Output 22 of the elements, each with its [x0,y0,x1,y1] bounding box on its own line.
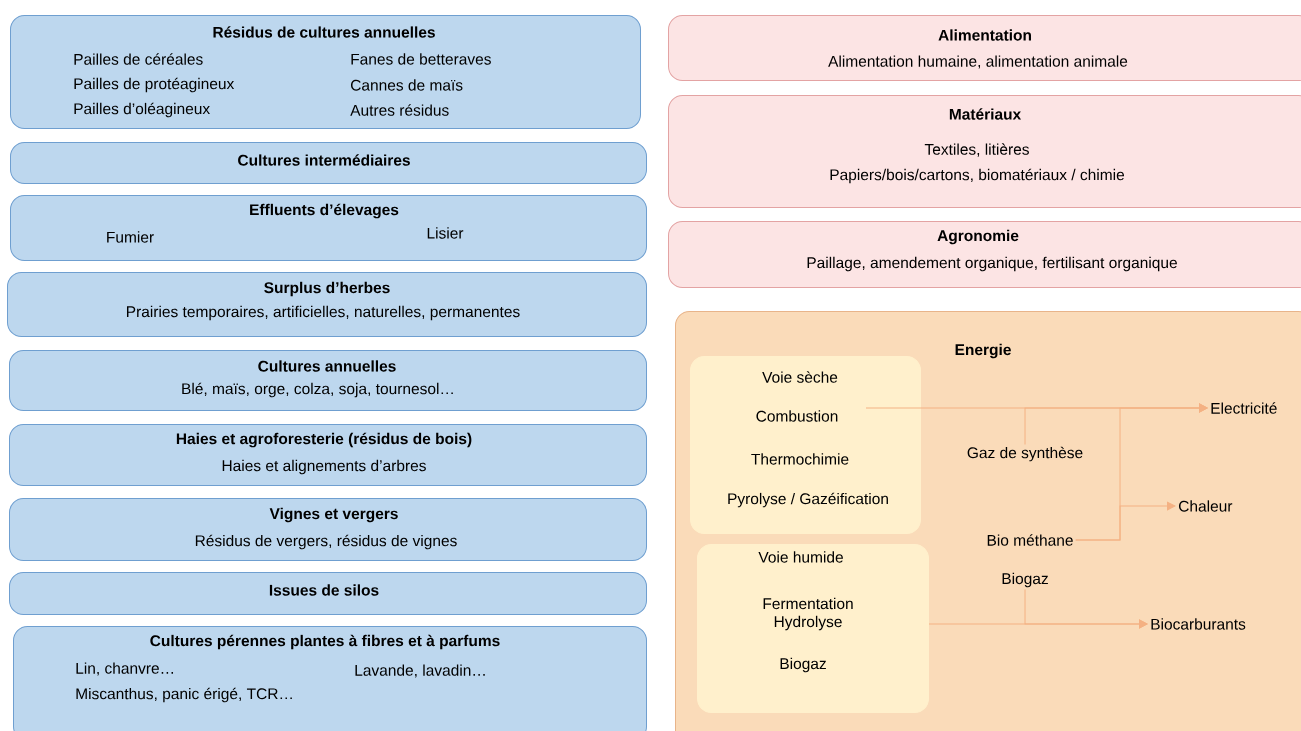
arrow [1075,501,1176,541]
use-box: Agronomie Paillage, amendement organique, fertilisant organique [668,221,1301,288]
category-box: Effluents d’élevages Fumier Lisier [10,195,647,261]
category-box: Cultures intermédiaires [10,142,647,184]
pathway-box: Voie sèche Combustion Thermochimie Pyrolyse / Gazéification [690,356,921,534]
arrow [1024,588,1148,629]
pathway-box: Voie humide Fermentation Hydrolyse Biogaz [697,544,929,713]
use-box: Alimentation Alimentation humaine, alimentation animale [668,15,1301,81]
category-box: Résidus de cultures annuelles Pailles de céréales Pailles de protéagineux Pailles d’oléagineux Fanes de betteraves Cannes de maïs Autres résidus [10,15,641,129]
category-box: Haies et agroforesterie (résidus de bois) Haies et alignements d’arbres [9,424,647,486]
category-box: Surplus d’herbes Prairies temporaires, artificielles, naturelles, permanentes [7,272,647,337]
category-box: Cultures pérennes plantes à fibres et à parfums Lin, chanvre… Lavande, lavadin… Miscanthus, panic érigé, TCR… [13,626,647,731]
output-label: Chaleur [1179,500,1233,512]
output-label: Electricité [1211,402,1277,414]
output-label: Biogaz [1002,572,1048,588]
output-label: Gaz de synthèse [967,446,1083,462]
category-box: Issues de silos [9,572,647,615]
category-box: Cultures annuelles Blé, maïs, orge, colza, soja, tournesol… [9,350,647,411]
output-label: Bio méthane [987,534,1073,546]
use-box: Matériaux Textiles, litières Papiers/bois/cartons, biomatériaux / chimie [668,95,1301,208]
output-label: Biocarburants [1151,618,1246,630]
category-box: Vignes et vergers Résidus de vergers, résidus de vignes [9,498,647,561]
